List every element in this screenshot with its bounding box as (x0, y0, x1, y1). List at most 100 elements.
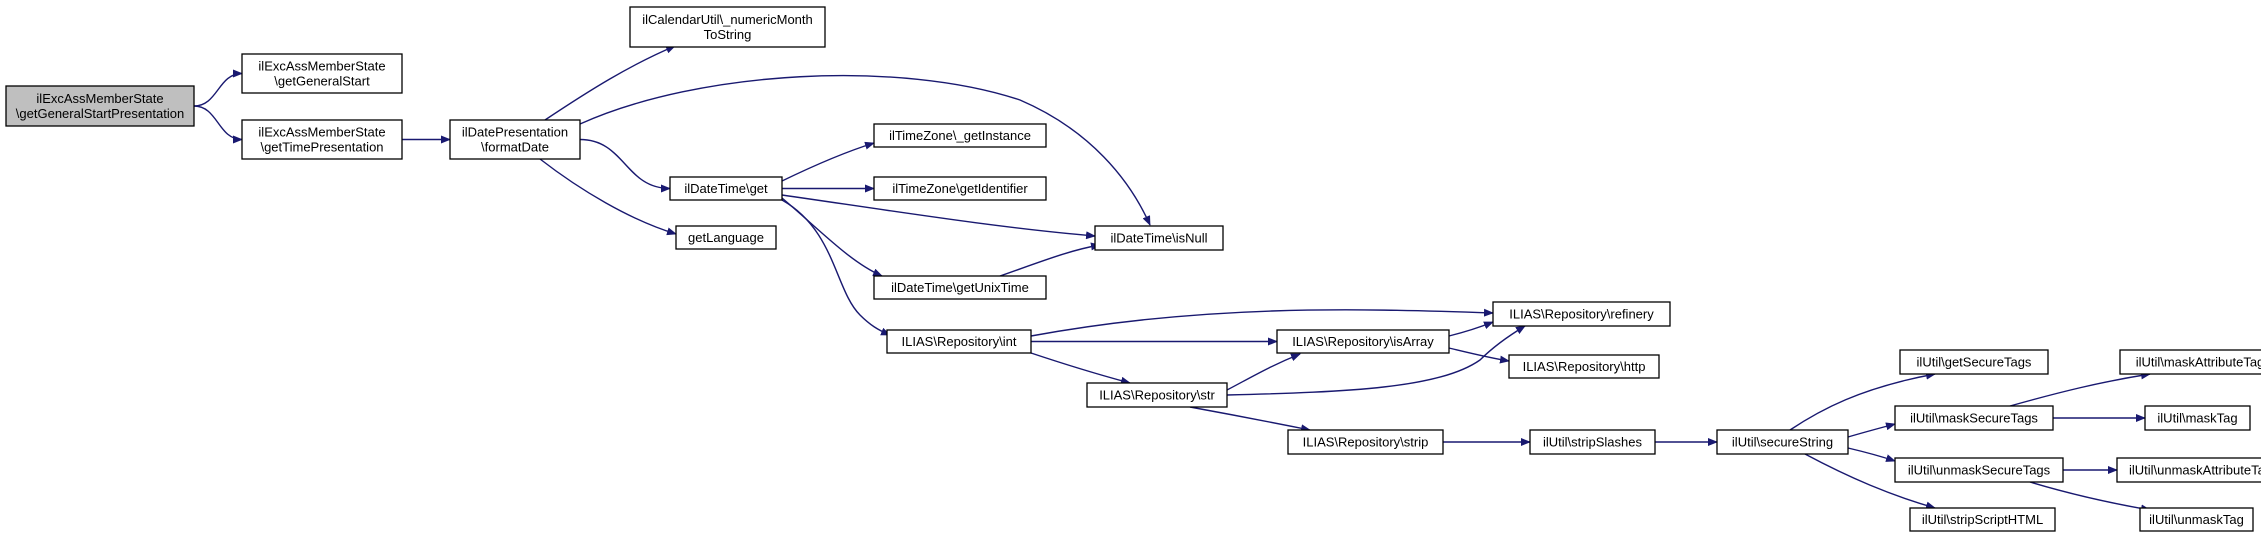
edge-arrow (1847, 422, 1896, 438)
node-label: ilUtil\maskTag (2157, 411, 2237, 426)
node-box (1529, 429, 1656, 455)
edge-arrow (1804, 453, 1936, 510)
node-label: \getGeneralStart (274, 74, 370, 89)
node-getTimePresentation[interactable]: ilExcAssMemberState\getTimePresentation (241, 119, 403, 160)
edge-arrow (193, 69, 243, 107)
node-dtGet[interactable]: ilDateTime\get (669, 176, 783, 201)
edge-arrow (1847, 447, 1896, 462)
node-label: ILIAS\Repository\str (1099, 388, 1215, 403)
node-label: ilUtil\stripSlashes (1543, 435, 1642, 450)
node-box (873, 123, 1047, 148)
node-label: ilExcAssMemberState (36, 91, 163, 106)
edge-formatDate-to-getLanguage (539, 158, 677, 236)
node-label: ilUtil\secureString (1732, 435, 1833, 450)
node-maskTag[interactable]: ilUtil\maskTag (2144, 405, 2251, 431)
node-tzGetInstance[interactable]: ilTimeZone\_getInstance (873, 123, 1047, 148)
node-box (629, 6, 826, 48)
node-label: getLanguage (688, 230, 764, 245)
node-box (2139, 507, 2254, 532)
node-formatDate[interactable]: ilDatePresentation\formatDate (449, 119, 581, 160)
edges-layer (193, 45, 2151, 513)
node-box (675, 225, 777, 250)
edge-root-to-getGeneralStart (193, 69, 243, 107)
node-dtIsNull[interactable]: ilDateTime\isNull (1094, 225, 1224, 251)
node-tzGetIdentifier[interactable]: ilTimeZone\getIdentifier (873, 176, 1047, 201)
node-label: ilUtil\unmaskTag (2149, 512, 2244, 527)
node-repoInt[interactable]: ILIAS\Repository\int (886, 329, 1032, 354)
node-repoStr[interactable]: ILIAS\Repository\str (1086, 382, 1228, 408)
node-label: ilDateTime\isNull (1110, 231, 1207, 246)
edge-secureString-to-getSecureTags (1789, 371, 1936, 431)
node-box (1492, 301, 1671, 327)
node-box (1716, 429, 1849, 455)
node-repoStrip[interactable]: ILIAS\Repository\strip (1287, 429, 1444, 455)
node-getGeneralStart[interactable]: ilExcAssMemberState\getGeneralStart (241, 53, 403, 94)
edge-arrow (1030, 308, 1494, 337)
node-getSecureTags[interactable]: ilUtil\getSecureTags (1899, 349, 2049, 375)
node-box (669, 176, 783, 201)
node-stripScriptHTML[interactable]: ilUtil\stripScriptHTML (1909, 507, 2056, 532)
edge-arrow (1448, 347, 1510, 364)
node-repoIsArray[interactable]: ILIAS\Repository\isArray (1276, 329, 1450, 354)
node-box (1094, 225, 1224, 251)
node-box (2144, 405, 2251, 431)
edge-arrow (1789, 371, 1936, 431)
node-box (241, 53, 403, 94)
edge-repoStr-to-repoStrip (1189, 406, 1311, 433)
node-box (1287, 429, 1444, 455)
edge-arrow (579, 138, 671, 193)
edge-repoStr-to-repoIsArray (1226, 353, 1301, 391)
nodes-layer: ilExcAssMemberState\getGeneralStartPrese… (5, 6, 2261, 532)
node-repoRefinery[interactable]: ILIAS\Repository\refinery (1492, 301, 1671, 327)
edge-formatDate-to-dtIsNull (579, 74, 1151, 226)
edge-formatDate-to-numericMonth (544, 45, 676, 121)
edge-repoIsArray-to-repoHttp (1448, 347, 1510, 364)
node-label: ilExcAssMemberState (258, 59, 385, 74)
node-root[interactable]: ilExcAssMemberState\getGeneralStartPrese… (5, 85, 195, 127)
node-unmaskSecureTags[interactable]: ilUtil\unmaskSecureTags (1894, 457, 2064, 483)
edge-arrow (1226, 353, 1301, 391)
node-dtGetUnixTime[interactable]: ilDateTime\getUnixTime (873, 275, 1047, 300)
node-label: ilTimeZone\getIdentifier (892, 181, 1028, 196)
edge-dtGet-to-dtIsNull (781, 194, 1096, 240)
edge-arrow (579, 74, 1151, 226)
node-label: ilUtil\unmaskSecureTags (1908, 463, 2051, 478)
node-box (873, 176, 1047, 201)
node-label: ILIAS\Repository\int (902, 334, 1017, 349)
node-getLanguage[interactable]: getLanguage (675, 225, 777, 250)
node-maskAttributeTag[interactable]: ilUtil\maskAttributeTag (2119, 349, 2261, 375)
node-label: \getGeneralStartPresentation (16, 106, 184, 121)
edge-repoStr-to-repoRefinery (1226, 325, 1526, 396)
edge-arrow (1448, 321, 1494, 337)
node-label: ilDatePresentation (462, 125, 568, 140)
node-label: \getTimePresentation (260, 140, 383, 155)
node-secureString[interactable]: ilUtil\secureString (1716, 429, 1849, 455)
node-label: ilTimeZone\_getInstance (889, 128, 1031, 143)
edge-arrow (781, 194, 1096, 240)
edge-unmaskSecureTags-to-unmaskTag (2029, 481, 2151, 513)
node-box (1508, 354, 1660, 379)
edge-arrow (539, 158, 677, 236)
node-label: ilDateTime\get (684, 181, 768, 196)
node-stripSlashes[interactable]: ilUtil\stripSlashes (1529, 429, 1656, 455)
edge-secureString-to-unmaskSecureTags (1847, 447, 1896, 462)
node-box (1899, 349, 2049, 375)
node-label: ILIAS\Repository\http (1523, 359, 1646, 374)
edge-dtGetUnixTime-to-dtIsNull (999, 242, 1101, 277)
node-repoHttp[interactable]: ILIAS\Repository\http (1508, 354, 1660, 379)
edge-maskSecureTags-to-maskAttributeTag (2009, 371, 2151, 407)
node-label: ilUtil\stripScriptHTML (1922, 512, 2043, 527)
node-label: ILIAS\Repository\isArray (1292, 334, 1434, 349)
edge-repoInt-to-repoStr (1030, 352, 1131, 385)
node-box (2119, 349, 2261, 375)
node-unmaskAttributeTag[interactable]: ilUtil\unmaskAttributeTag (2116, 457, 2261, 483)
node-unmaskTag[interactable]: ilUtil\unmaskTag (2139, 507, 2254, 532)
edge-arrow (781, 141, 875, 182)
node-box (2116, 457, 2261, 483)
edge-root-to-getTimePresentation (193, 105, 243, 144)
node-maskSecureTags[interactable]: ilUtil\maskSecureTags (1894, 405, 2054, 431)
node-box (5, 85, 195, 127)
edge-arrow (1189, 406, 1311, 433)
